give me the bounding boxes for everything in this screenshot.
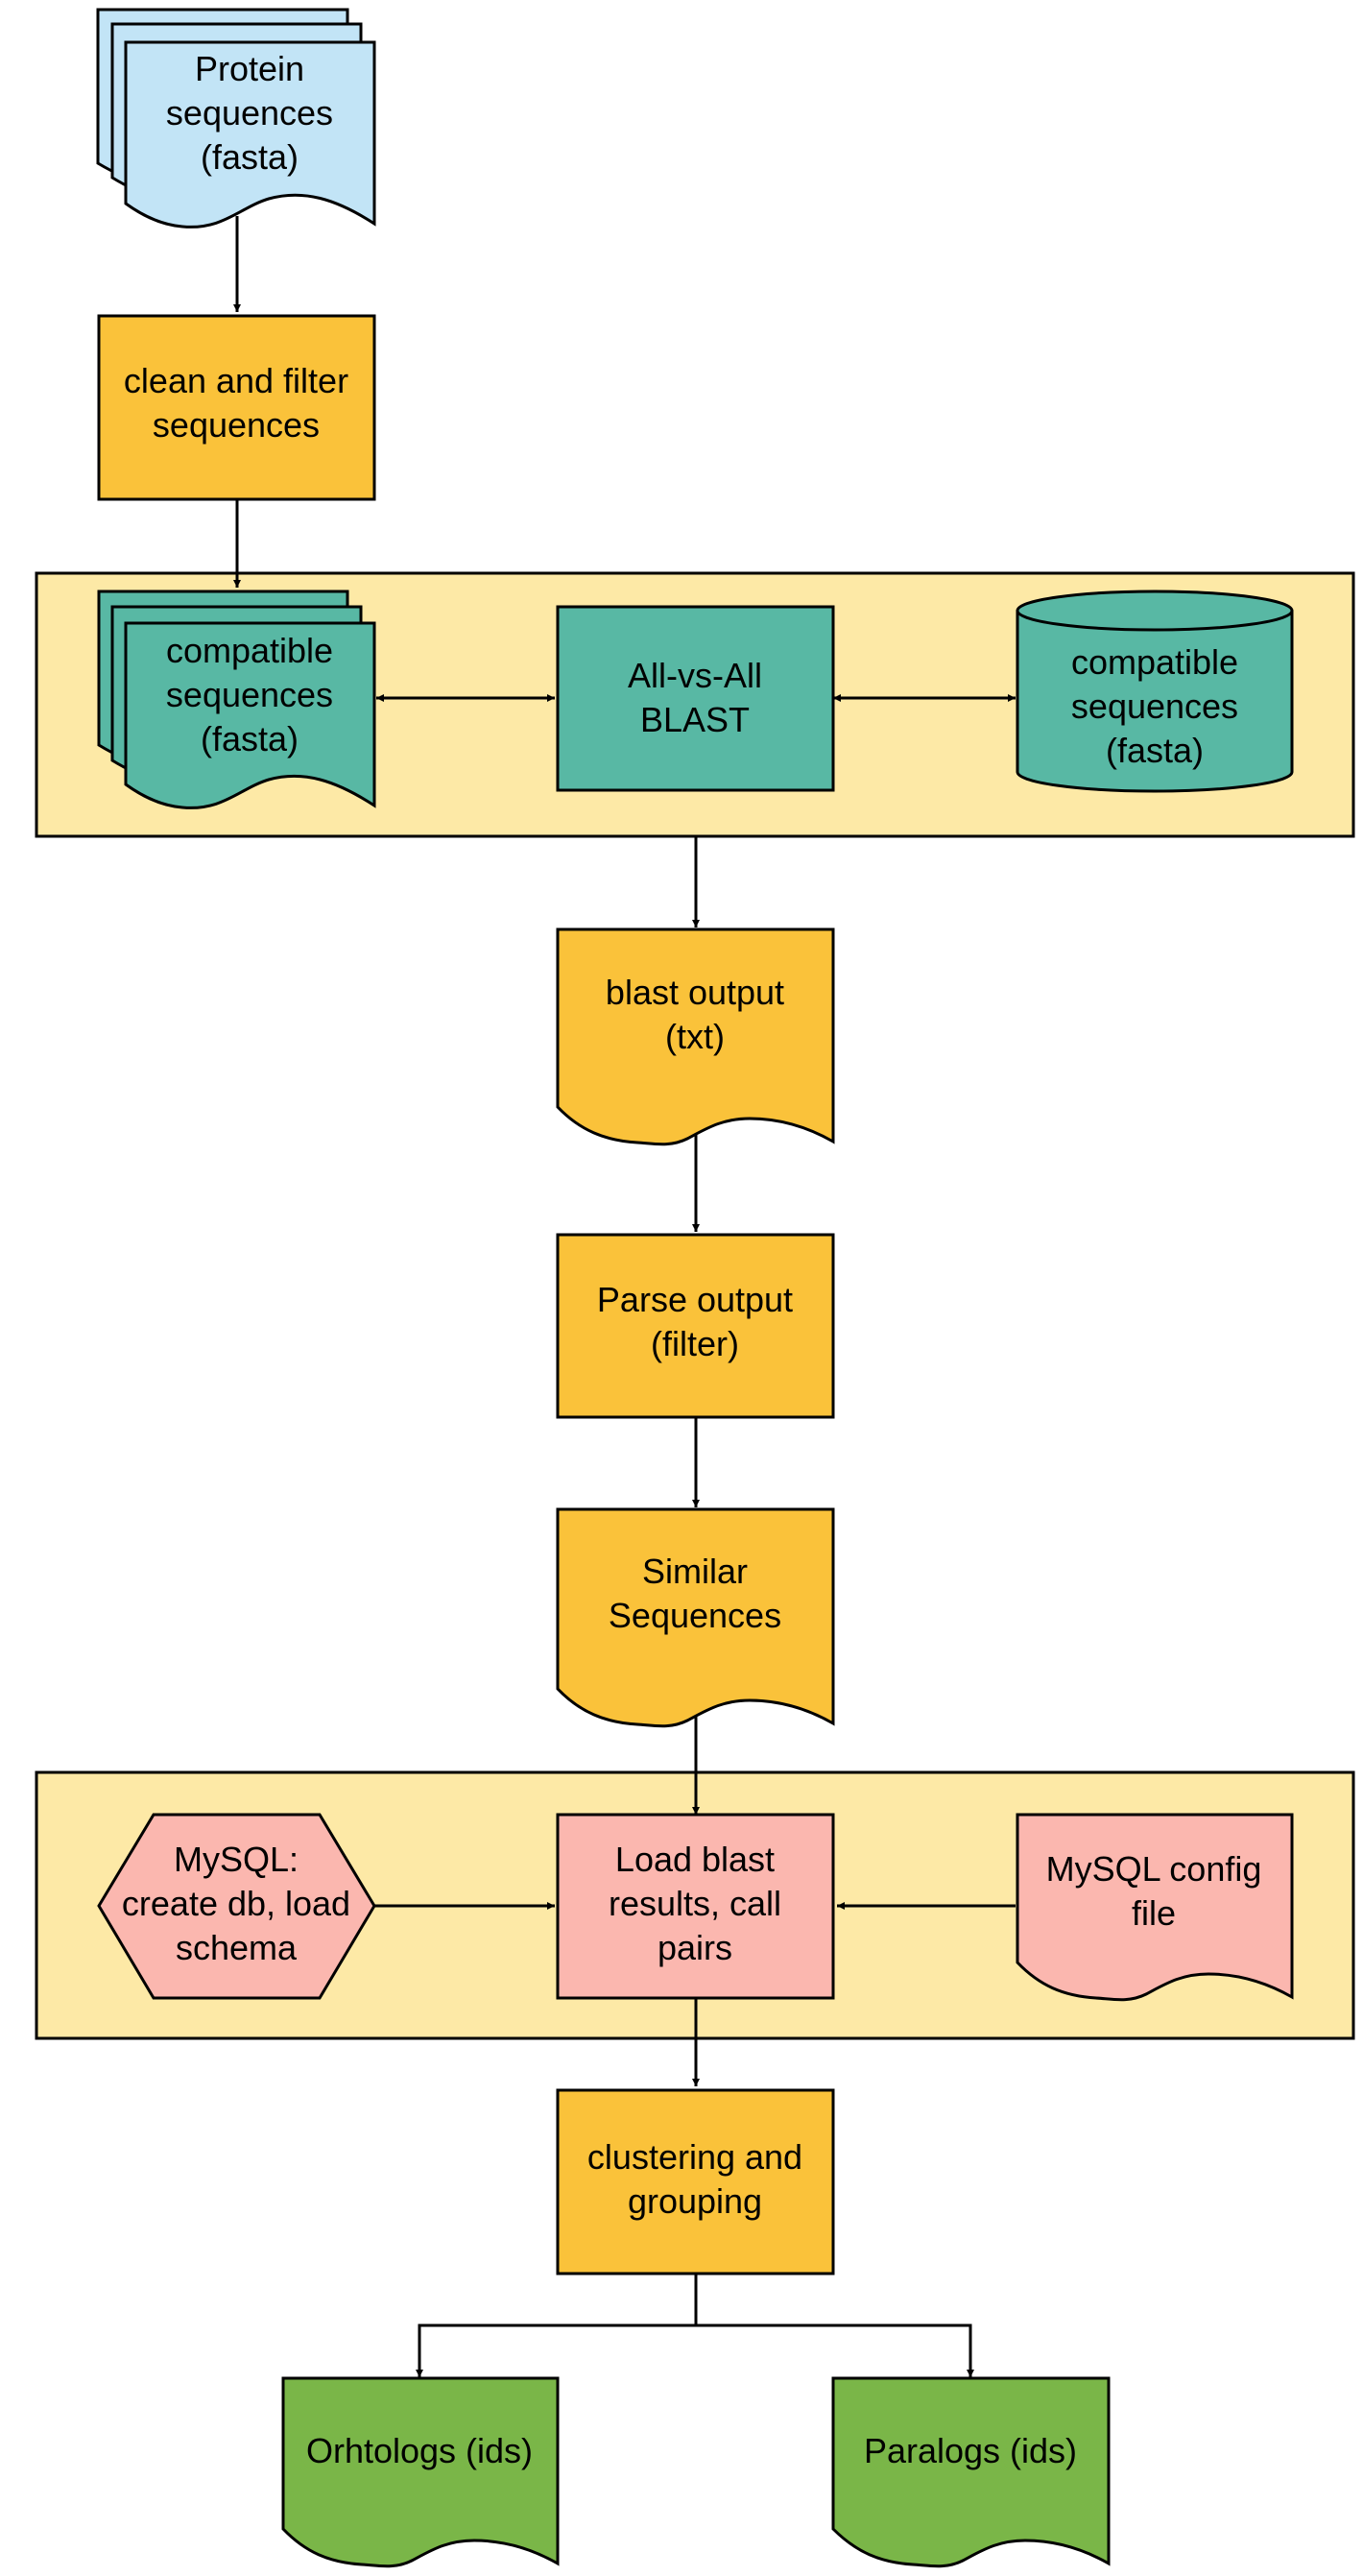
node-label: Protein sequences (fasta) xyxy=(166,49,333,177)
node-label-line: (fasta) xyxy=(201,137,299,177)
node-label-line: compatible xyxy=(1071,642,1238,682)
node-label-line: Parse output xyxy=(597,1280,793,1319)
node-label-line: file xyxy=(1132,1893,1176,1933)
node-blast-output: blast output (txt) xyxy=(556,927,835,1146)
node-label-line: create db, load xyxy=(122,1884,350,1923)
node-label-line: Similar xyxy=(642,1552,748,1591)
node-label-line: All-vs-All xyxy=(628,656,762,695)
node-label-line: sequences xyxy=(166,675,333,714)
node-label: blast output (txt) xyxy=(606,973,784,1056)
node-label-line: sequences xyxy=(1071,686,1238,726)
node-label-line: MySQL: xyxy=(174,1840,299,1879)
node-clean-filter: clean and filter sequences xyxy=(97,314,376,501)
node-label: clean and filter sequences xyxy=(124,361,348,445)
node-mysql-create: MySQL: create db, load schema xyxy=(97,1813,376,2000)
node-load-blast: Load blast results, call pairs xyxy=(556,1813,835,2000)
node-paralogs: Paralogs (ids) xyxy=(831,2376,1111,2568)
node-label-line: blast output xyxy=(606,973,784,1012)
node-label-line: clean and filter xyxy=(124,361,348,400)
node-label-line: Load blast xyxy=(615,1840,775,1879)
node-protein-sequences: Protein sequences (fasta) xyxy=(96,8,376,229)
node-label-line: (txt) xyxy=(665,1017,725,1056)
node-label-line: pairs xyxy=(658,1928,732,1967)
node-label: Parse output (filter) xyxy=(597,1280,793,1363)
node-label-line: Paralogs (ids) xyxy=(864,2431,1077,2470)
edges xyxy=(233,216,1016,2377)
node-label-line: (filter) xyxy=(651,1324,739,1363)
node-label: Paralogs (ids) xyxy=(864,2431,1077,2470)
node-label-line: sequences xyxy=(166,93,333,132)
edge-clustering-to-outputs xyxy=(418,2274,972,2375)
node-label: Orhtologs (ids) xyxy=(306,2431,533,2470)
node-label-line: BLAST xyxy=(640,700,750,739)
node-label-line: (fasta) xyxy=(201,719,299,758)
node-label-line: sequences xyxy=(153,405,320,445)
node-label-line: MySQL config xyxy=(1046,1849,1262,1889)
node-label: Load blast results, call pairs xyxy=(609,1840,781,1967)
node-label-line: (fasta) xyxy=(1106,731,1204,770)
node-label-line: grouping xyxy=(628,2181,762,2221)
node-label-line: schema xyxy=(176,1928,298,1967)
node-label: MySQL: create db, load schema xyxy=(122,1840,350,1967)
node-label-line: Protein xyxy=(195,49,304,88)
node-label-line: results, call xyxy=(609,1884,781,1923)
node-label-line: compatible xyxy=(166,631,333,670)
node-label-line: Sequences xyxy=(609,1596,781,1635)
node-orthologs: Orhtologs (ids) xyxy=(281,2376,560,2568)
node-label-line: Orhtologs (ids) xyxy=(306,2431,533,2470)
node-label-line: clustering and xyxy=(587,2137,802,2177)
node-parse-output: Parse output (filter) xyxy=(556,1233,835,1419)
node-compatible-docs: compatible sequences (fasta) xyxy=(97,590,376,809)
node-label: compatible sequences (fasta) xyxy=(166,631,333,758)
